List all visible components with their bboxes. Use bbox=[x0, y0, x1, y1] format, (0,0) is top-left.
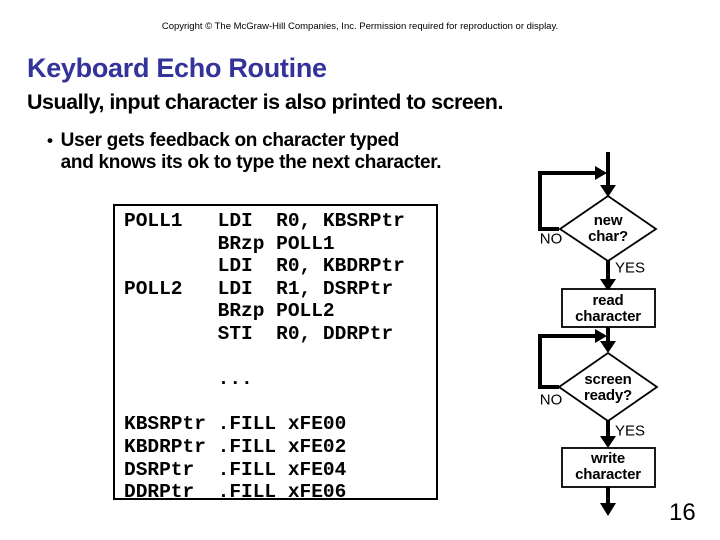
assembly-code-block: POLL1 LDI R0, KBSRPtr BRzp POLL1 LDI R0,… bbox=[113, 204, 438, 503]
decision-label-screen-ready: screen ready? bbox=[584, 371, 632, 404]
arrowhead-bottom bbox=[600, 503, 616, 516]
branch-label-no-2: NO bbox=[539, 391, 563, 409]
process-box-read-character bbox=[561, 288, 656, 328]
branch-label-yes-2: YES bbox=[614, 422, 646, 440]
subtitle: Usually, input character is also printed… bbox=[27, 90, 503, 114]
flowchart-nodes bbox=[557, 194, 659, 488]
assembly-code-text: POLL1 LDI R0, KBSRPtr BRzp POLL1 LDI R0,… bbox=[124, 210, 405, 504]
arrowhead-into-write bbox=[600, 436, 616, 448]
arrowhead-into-screen-ready bbox=[600, 341, 616, 353]
arrowhead-into-read bbox=[600, 279, 616, 291]
process-box-write-character bbox=[561, 447, 656, 488]
copyright-notice: Copyright © The McGraw-Hill Companies, I… bbox=[161, 21, 559, 32]
decision-diamond-screen-ready bbox=[557, 351, 659, 423]
arrowhead-into-new-char bbox=[600, 185, 616, 197]
page-number: 16 bbox=[669, 499, 696, 526]
bullet-icon: • bbox=[47, 131, 53, 150]
arrowhead-loop2 bbox=[595, 329, 607, 343]
branch-label-yes-1: YES bbox=[614, 259, 646, 277]
arrowhead-loop1 bbox=[595, 166, 607, 180]
flowchart-arrowheads bbox=[595, 166, 616, 516]
bullet-text: User gets feedback on character typed an… bbox=[60, 130, 442, 173]
decision-label-new-char: new char? bbox=[588, 212, 628, 245]
decision-diamond-new-char bbox=[558, 194, 658, 263]
branch-label-no-1: NO bbox=[539, 230, 563, 248]
loop-line-new-char bbox=[538, 171, 595, 231]
flowchart-lines bbox=[538, 152, 610, 504]
process-label-write-character: write character bbox=[575, 450, 641, 483]
loop-line-screen-ready bbox=[538, 334, 595, 389]
process-label-read-character: read character bbox=[575, 292, 641, 325]
page-title: Keyboard Echo Routine bbox=[27, 53, 327, 83]
bullet-item: • User gets feedback on character typed … bbox=[47, 130, 442, 173]
